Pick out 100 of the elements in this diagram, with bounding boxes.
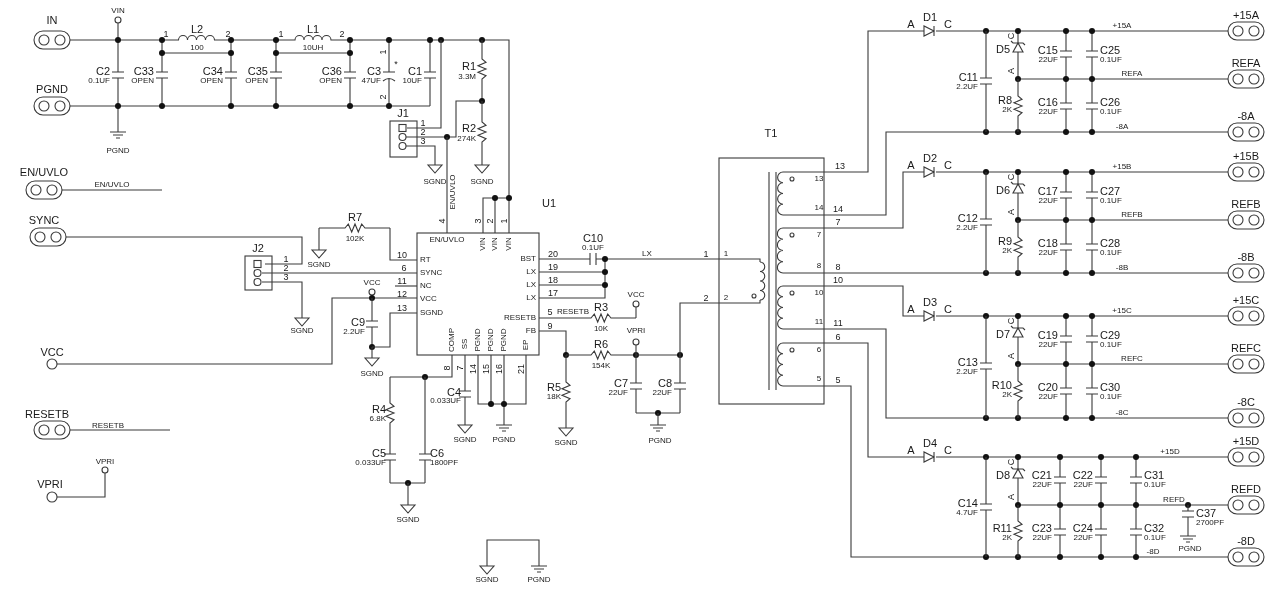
pin-number: C bbox=[1006, 173, 1016, 181]
value-label: SGND bbox=[423, 178, 447, 186]
pin-number: C bbox=[1006, 32, 1016, 40]
pin-number: 1 bbox=[499, 218, 509, 224]
component-label: C33 bbox=[133, 65, 154, 77]
value-label: 22UF bbox=[1032, 481, 1052, 489]
component-label: C11 bbox=[958, 71, 978, 83]
component-label: +15B bbox=[1233, 150, 1259, 162]
pin-number: 2 bbox=[225, 29, 231, 39]
component-label: C36 bbox=[321, 65, 342, 77]
value-label: 154K bbox=[591, 362, 611, 370]
pin-number: 4 bbox=[437, 218, 447, 224]
component-label: C9 bbox=[350, 316, 365, 328]
component-label: EN/UVLO bbox=[19, 166, 69, 178]
component-label: R4 bbox=[371, 403, 386, 415]
pin-number: 2 bbox=[283, 263, 289, 273]
component-label: J1 bbox=[397, 107, 409, 119]
value-label: 18K bbox=[546, 393, 561, 401]
pin-name: EP bbox=[522, 339, 530, 351]
component-label: C26 bbox=[1100, 96, 1121, 108]
component-label: C32 bbox=[1144, 522, 1165, 534]
pin-number: 1 bbox=[163, 29, 169, 39]
pin-number: 6 bbox=[835, 332, 841, 342]
pin-number: 13 bbox=[835, 161, 845, 171]
pin-number: 2 bbox=[420, 127, 426, 137]
value-label: 22UF bbox=[1032, 534, 1052, 542]
value-label: LX bbox=[526, 294, 536, 302]
component-label: -8A bbox=[1237, 110, 1255, 122]
value-label: REFD bbox=[1163, 496, 1185, 504]
value-label: SGND bbox=[475, 576, 499, 584]
value-label: 2 bbox=[723, 294, 729, 302]
pin-name: PGND bbox=[500, 328, 508, 352]
component-label: C35 bbox=[247, 65, 268, 77]
component-label: VPRI bbox=[37, 478, 63, 490]
component-label: C5 bbox=[371, 447, 386, 459]
value-label: SGND bbox=[290, 327, 314, 335]
pin-number: 5 bbox=[547, 307, 553, 317]
value-label: SGND bbox=[554, 439, 578, 447]
pin-name: VIN bbox=[491, 237, 499, 251]
component-label: D2 bbox=[922, 152, 938, 164]
pin-number: C bbox=[1006, 458, 1016, 466]
pin-number: 13 bbox=[397, 303, 407, 313]
value-label: -8B bbox=[1115, 264, 1129, 272]
value-label: SGND bbox=[453, 436, 477, 444]
component-label: C22 bbox=[1072, 469, 1093, 481]
component-label: C34 bbox=[202, 65, 223, 77]
value-label: -8D bbox=[1146, 548, 1160, 556]
pin-number: 16 bbox=[494, 364, 504, 374]
component-label: A bbox=[907, 18, 915, 30]
value-label: 2K bbox=[1002, 247, 1012, 255]
value-label: VCC bbox=[420, 295, 437, 303]
value-label: RESETB bbox=[557, 308, 589, 316]
value-label: 6.8K bbox=[369, 415, 386, 423]
component-label: C17 bbox=[1037, 185, 1058, 197]
pin-number: 3 bbox=[420, 136, 426, 146]
component-label: RESETB bbox=[25, 408, 69, 420]
component-label: C bbox=[944, 159, 952, 171]
value-label: REFC bbox=[1121, 355, 1143, 363]
component-label: R1 bbox=[461, 60, 476, 72]
pin-number: 3 bbox=[283, 272, 289, 282]
component-label: L1 bbox=[306, 23, 320, 35]
pin-number: 1 bbox=[703, 249, 709, 259]
pin-number: A bbox=[1006, 68, 1016, 74]
component-label: T1 bbox=[764, 127, 778, 139]
value-label: 4.7UF bbox=[956, 509, 978, 517]
component-label: C2 bbox=[95, 65, 110, 77]
pin-name: EN/UVLO bbox=[449, 174, 457, 210]
component-label: U1 bbox=[541, 197, 557, 209]
component-label: C20 bbox=[1037, 381, 1058, 393]
component-label: D8 bbox=[995, 469, 1010, 481]
value-label: SYNC bbox=[420, 269, 443, 277]
value-label: RT bbox=[420, 256, 431, 264]
value-label: -8C bbox=[1115, 409, 1129, 417]
value-label: SGND bbox=[470, 178, 494, 186]
value-label: PGND bbox=[648, 437, 672, 445]
value-label: LX bbox=[642, 250, 652, 258]
pin-number: 2 bbox=[703, 293, 709, 303]
value-label: LX bbox=[526, 281, 536, 289]
component-label: C28 bbox=[1100, 237, 1121, 249]
pin-number: 12 bbox=[397, 289, 407, 299]
pin-number: A bbox=[1006, 494, 1016, 500]
value-label: BST bbox=[520, 255, 536, 263]
value-label: PGND bbox=[527, 576, 551, 584]
component-label: REFC bbox=[1231, 342, 1261, 354]
value-label: 47UF bbox=[361, 77, 381, 85]
component-label: C30 bbox=[1100, 381, 1121, 393]
value-label: LX bbox=[526, 268, 536, 276]
value-label: VCC bbox=[627, 291, 645, 299]
pin-number: 14 bbox=[468, 364, 478, 374]
component-label: C bbox=[944, 444, 952, 456]
value-label: RESETB bbox=[504, 314, 536, 322]
component-label: R10 bbox=[991, 379, 1012, 391]
value-label: 0.1UF bbox=[1100, 197, 1122, 205]
pin-number: A bbox=[1006, 353, 1016, 359]
value-label: 22UF bbox=[608, 389, 628, 397]
pin-number: 7 bbox=[455, 365, 465, 371]
value-label: 2.2UF bbox=[956, 224, 978, 232]
component-label: C1 bbox=[407, 65, 422, 77]
pin-name: COMP bbox=[448, 328, 456, 352]
pin-number: 8 bbox=[442, 365, 452, 371]
